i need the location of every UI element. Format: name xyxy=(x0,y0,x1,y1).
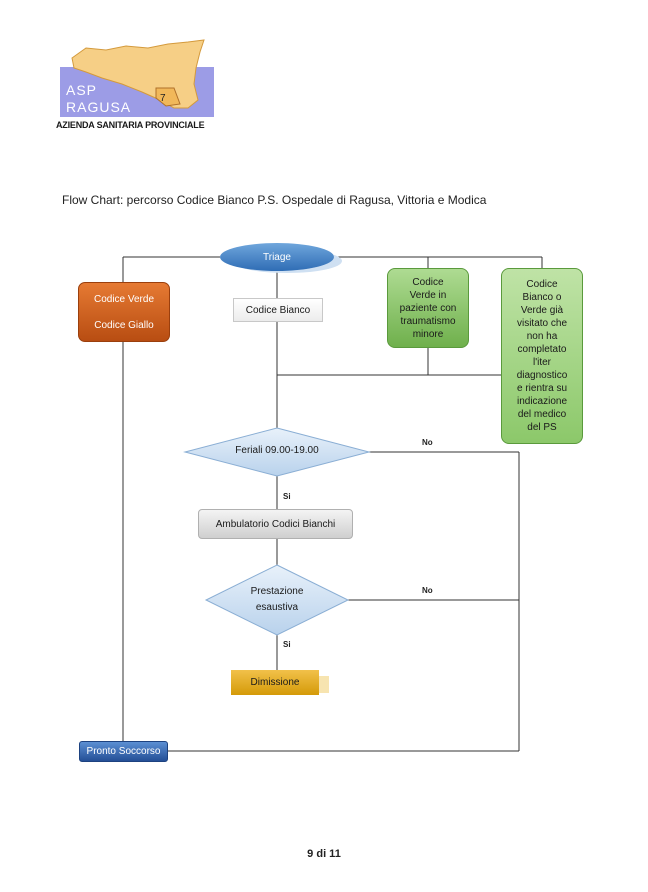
green2-line: visitato che xyxy=(516,318,568,329)
ambulatorio-label: Ambulatorio Codici Bianchi xyxy=(215,518,336,530)
node-triage: Triage xyxy=(220,243,334,271)
feriali-label: Feriali 09.00-19.00 xyxy=(235,445,319,456)
logo-number: 7 xyxy=(160,93,166,104)
logo-text-ragusa: RAGUSA xyxy=(66,99,132,115)
prestazione-line: esaustiva xyxy=(255,602,299,613)
green2-line: del medico xyxy=(517,409,567,420)
pronto-soccorso-label: Pronto Soccorso xyxy=(86,746,161,757)
node-codice-verde-trauma: Codice Verde in paziente con traumatismo… xyxy=(387,268,469,348)
green2-line: l'iter xyxy=(532,357,552,368)
codice-bianco-label: Codice Bianco xyxy=(245,304,311,316)
node-codice-bianco-verde-rientro: Codice Bianco o Verde già visitato che n… xyxy=(501,268,583,444)
green2-line: del PS xyxy=(527,422,557,433)
node-codice-verde-giallo: Codice Verde Codice Giallo xyxy=(78,282,170,342)
green2-line: e rientra su xyxy=(516,383,568,394)
dimissione-label: Dimissione xyxy=(250,677,300,688)
organization-name: AZIENDA SANITARIA PROVINCIALE xyxy=(56,120,205,130)
sicily-map-icon xyxy=(71,39,205,109)
node-dimissione: Dimissione xyxy=(231,670,319,695)
green1-line: paziente con xyxy=(399,302,457,314)
node-pronto-soccorso: Pronto Soccorso xyxy=(79,741,168,762)
decision-prestazione xyxy=(204,564,350,636)
green1-line: Codice xyxy=(412,276,444,288)
edge-label-no-feriali: No xyxy=(422,438,433,447)
codice-giallo-label: Codice Giallo xyxy=(94,319,154,331)
green2-line: non ha xyxy=(526,331,558,342)
green2-line: Codice xyxy=(526,279,558,290)
edge-label-si-feriali: Si xyxy=(283,492,291,501)
green2-line: Verde già xyxy=(520,305,564,316)
green1-line: Verde in xyxy=(409,289,447,301)
asp-logo: ASP RAGUSA 7 AZIENDA SANITARIA PROVINCIA… xyxy=(56,38,218,134)
triage-label: Triage xyxy=(263,251,291,263)
decision-feriali xyxy=(183,427,371,477)
green1-line: traumatismo xyxy=(400,315,456,327)
edge-label-si-prestazione: Si xyxy=(283,640,291,649)
green1-line: minore xyxy=(412,328,444,340)
edge-label-no-prestazione: No xyxy=(422,586,433,595)
prestazione-line: Prestazione xyxy=(250,586,304,597)
codice-verde-label: Codice Verde xyxy=(93,293,155,305)
page-number: 9 di 11 xyxy=(307,848,341,860)
green2-line: completato xyxy=(517,344,567,355)
node-codice-bianco: Codice Bianco xyxy=(233,298,323,322)
page-title: Flow Chart: percorso Codice Bianco P.S. … xyxy=(62,193,487,207)
logo-text-asp: ASP xyxy=(66,82,98,98)
green2-line: indicazione xyxy=(516,396,568,407)
prestazione-label: Prestazione esaustiva xyxy=(222,585,332,615)
green2-line: diagnostico xyxy=(516,370,568,381)
green2-line: Bianco o xyxy=(522,292,562,303)
node-ambulatorio: Ambulatorio Codici Bianchi xyxy=(198,509,353,539)
